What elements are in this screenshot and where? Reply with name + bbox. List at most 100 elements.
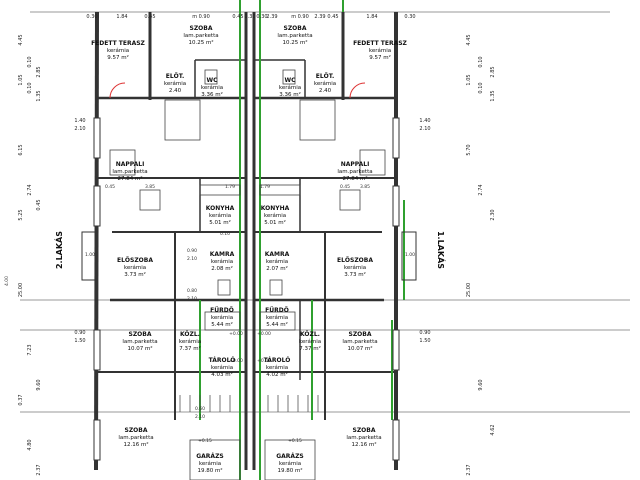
interior-dim-4: 0.60 — [195, 406, 205, 412]
room-floor-26: kerámia — [199, 460, 221, 467]
left-dim-4: 0.10 — [27, 82, 33, 93]
window-dim-4: 0.90 — [74, 330, 85, 336]
window-2 — [93, 329, 101, 371]
room-name-18: SZOBA — [129, 331, 152, 338]
room-floor-27: kerámia — [279, 460, 301, 467]
room-floor-12: kerámia — [211, 258, 233, 265]
right-dim-9: 25.00 — [466, 283, 472, 297]
scale-mark-0: 4.00 — [4, 276, 10, 286]
room-name-14: ELŐSZOBA — [117, 257, 153, 264]
interior-dim-12: 0.10 — [220, 231, 230, 237]
top-dim-8: 2.39 — [314, 14, 325, 20]
room-floor-13: kerámia — [266, 258, 288, 265]
interior-dim-6: 3.85 — [145, 184, 155, 190]
room-area-16: 5.44 m² — [211, 321, 233, 328]
top-dim-9: m 0.90 — [291, 14, 309, 20]
room-floor-11: kerámia — [264, 212, 286, 219]
room-area-27: 19.80 m² — [277, 467, 302, 474]
top-dim-3: m 0.90 — [192, 14, 210, 20]
interior-dim-8: 1.79 — [225, 184, 235, 190]
interior-dim-5: 2.10 — [195, 414, 205, 420]
left-dim-1: 0.10 — [27, 56, 33, 67]
room-area-1: 10.25 m² — [188, 39, 213, 46]
top-dim-0: 0.30 — [86, 14, 97, 20]
window-dim-2: 1.40 — [419, 118, 430, 124]
top-dim-10: 0.45 — [327, 14, 338, 20]
apartment-label-1: 1.LAKÁS — [436, 231, 447, 269]
left-dim-8: 0.45 — [36, 199, 42, 210]
furniture-12 — [204, 311, 241, 331]
room-name-10: KONYHA — [206, 205, 235, 212]
level-mark-0: +0.00 — [229, 331, 243, 337]
room-floor-19: kerámia — [179, 338, 201, 345]
window-6 — [392, 329, 400, 371]
left-dim-9: 5.25 — [18, 209, 24, 220]
room-area-4: 2.40 — [169, 88, 182, 94]
top-dim-2: 0.45 — [144, 14, 155, 20]
interior-dim-11: 3.85 — [360, 184, 370, 190]
room-name-17: FÜRDŐ — [265, 307, 289, 314]
left-dim-7: 2.74 — [27, 184, 33, 195]
room-area-21: 10.07 m² — [347, 345, 372, 352]
furniture-9 — [282, 69, 296, 85]
window-dim-7: 1.50 — [419, 338, 430, 344]
furniture-3 — [359, 149, 386, 176]
room-floor-22: kerámia — [211, 364, 233, 371]
room-floor-23: kerámia — [266, 364, 288, 371]
terrace-door-1 — [349, 82, 366, 99]
room-area-15: 3.73 m² — [344, 271, 366, 278]
furniture-7 — [259, 184, 301, 196]
right-dim-7: 2.74 — [478, 184, 484, 195]
level-mark-2: +0.00 — [229, 358, 243, 364]
room-area-25: 12.16 m² — [351, 441, 376, 448]
room-floor-18: lam.parketta — [122, 339, 157, 345]
room-name-5: WC — [206, 77, 218, 84]
room-name-26: GARÁZS — [196, 453, 224, 460]
furniture-14 — [189, 439, 241, 480]
room-name-21: SZOBA — [349, 331, 372, 338]
room-name-22: TÁROLÓ — [209, 357, 236, 364]
level-mark-4: +0.15 — [198, 438, 212, 444]
room-area-7: 2.40 — [319, 88, 332, 94]
window-dim-0: 1.40 — [74, 118, 85, 124]
room-area-6: 3.36 m² — [279, 91, 301, 98]
room-name-8: NAPPALI — [116, 161, 145, 168]
window-4 — [392, 117, 400, 159]
room-name-4: ELŐT. — [166, 73, 184, 80]
room-name-27: GARÁZS — [276, 453, 304, 460]
room-name-19: KÖZL. — [180, 331, 200, 338]
room-area-23: 4.02 m² — [266, 371, 288, 378]
room-name-1: SZOBA — [190, 25, 213, 32]
furniture-13 — [259, 311, 296, 331]
room-name-6: WC — [284, 77, 296, 84]
window-dim-3: 2.10 — [419, 126, 430, 132]
room-area-14: 3.73 m² — [124, 271, 146, 278]
room-area-13: 2.07 m² — [266, 265, 288, 272]
interior-dim-2: 0.80 — [187, 288, 197, 294]
furniture-1 — [299, 99, 336, 141]
room-area-19: 7.37 m² — [179, 345, 201, 352]
window-dim-5: 1.50 — [74, 338, 85, 344]
furniture-2 — [109, 149, 136, 176]
room-area-20: 7.37 m² — [299, 345, 321, 352]
top-dim-1: 1.84 — [116, 14, 127, 20]
apartment-label-0: 2.LAKÁS — [53, 231, 64, 269]
room-name-12: KAMRA — [210, 251, 235, 258]
room-area-11: 5.01 m² — [264, 219, 286, 226]
room-name-25: SZOBA — [353, 427, 376, 434]
room-floor-10: kerámia — [209, 212, 231, 219]
right-dim-2: 2.85 — [490, 66, 496, 77]
right-dim-1: 0.10 — [478, 56, 484, 67]
left-dim-15: 25.00 — [18, 283, 24, 297]
interior-dim-0: 0.90 — [187, 248, 197, 254]
left-dim-0: 4.45 — [18, 34, 24, 45]
room-area-0: 9.57 m² — [107, 54, 129, 61]
room-area-8: 27.84 m² — [117, 175, 142, 182]
right-dim-6: 5.70 — [466, 144, 472, 155]
room-floor-20: kerámia — [299, 338, 321, 345]
room-name-7: ELŐT. — [316, 73, 334, 80]
room-area-10: 5.01 m² — [209, 219, 231, 226]
